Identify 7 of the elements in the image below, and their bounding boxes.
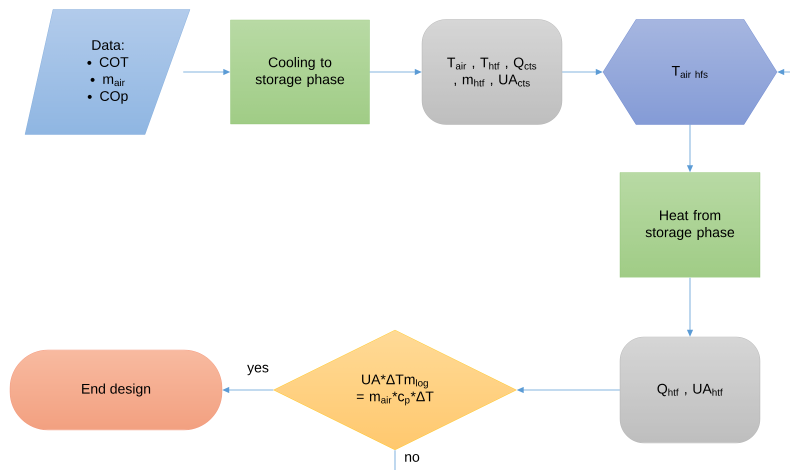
terminator-box: End design [10, 350, 222, 430]
process-box: Cooling to storage phase [230, 20, 370, 124]
process-box: Heat from storage phase [620, 172, 760, 278]
edge-label: yes [246, 364, 270, 376]
preparation-hexagon: $\mathrm{T}_{\mathrm{air\ hfs}}$ [602, 19, 778, 125]
edge-label: no [403, 453, 421, 463]
data-parallelogram: Data: COT m$_{air}$ COp [24, 9, 190, 135]
